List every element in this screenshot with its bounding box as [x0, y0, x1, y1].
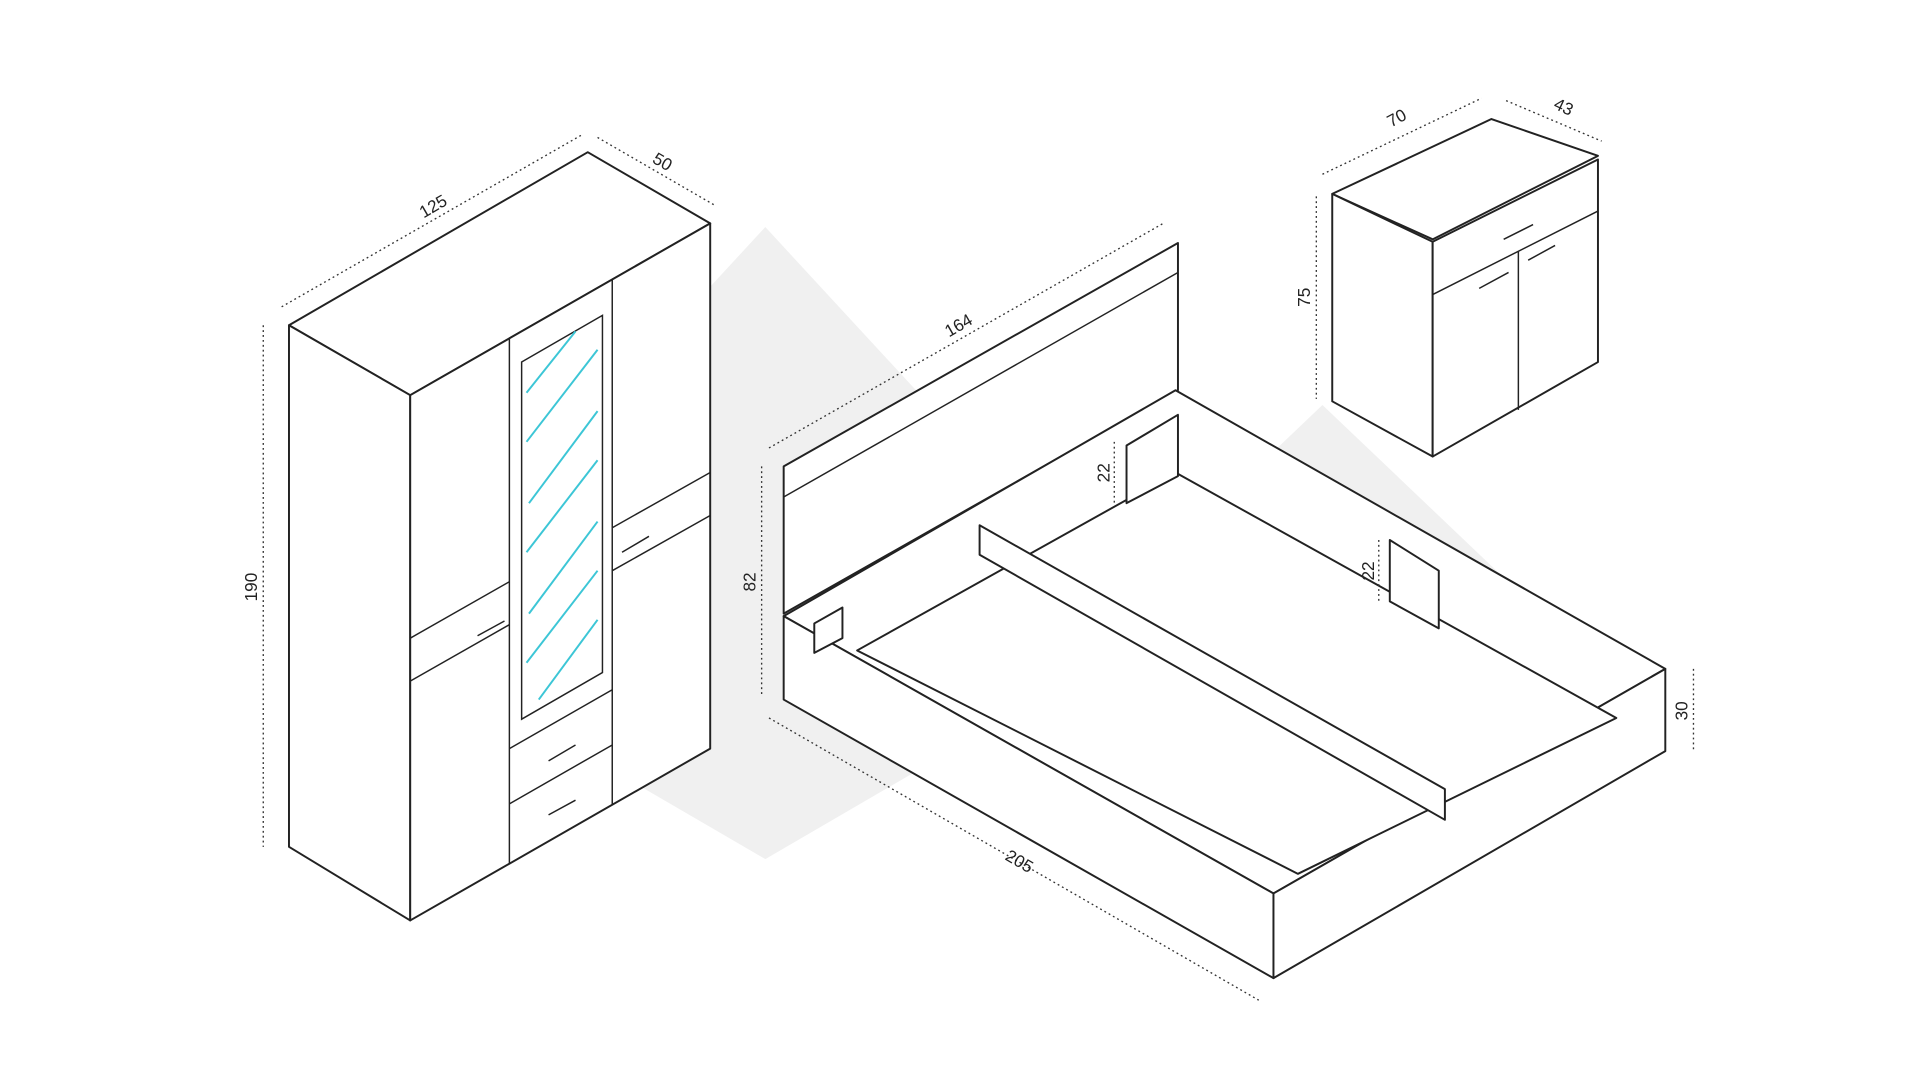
support-height-left-label: 22	[1093, 463, 1113, 482]
frame-height-label: 30	[1671, 701, 1691, 720]
support-height-right-label: 22	[1358, 561, 1378, 580]
cabinet-height-label: 75	[1294, 288, 1314, 307]
handle-icon	[477, 620, 505, 637]
mirror	[525, 330, 599, 701]
handle-icon	[548, 744, 576, 762]
cabinet: 70 43 75	[1294, 93, 1602, 458]
wardrobe-width-label: 125	[416, 190, 451, 222]
handle-icon	[1527, 244, 1556, 261]
cabinet-depth-label: 43	[1551, 93, 1577, 119]
bed-length-label: 205	[1002, 845, 1037, 877]
wardrobe-depth-label: 50	[649, 148, 676, 175]
headboard-width-label: 164	[941, 309, 976, 341]
headboard-height-label: 82	[740, 572, 760, 591]
handle-icon	[548, 799, 576, 816]
wardrobe-height-label: 190	[241, 573, 261, 602]
handle-icon	[1503, 223, 1534, 240]
wardrobe: 125 50 190	[241, 134, 717, 922]
cabinet-width-label: 70	[1384, 105, 1410, 132]
handle-icon	[621, 535, 650, 553]
handle-icon	[1478, 271, 1509, 290]
bed: 164 82 205 30 22 22	[740, 222, 1695, 1001]
